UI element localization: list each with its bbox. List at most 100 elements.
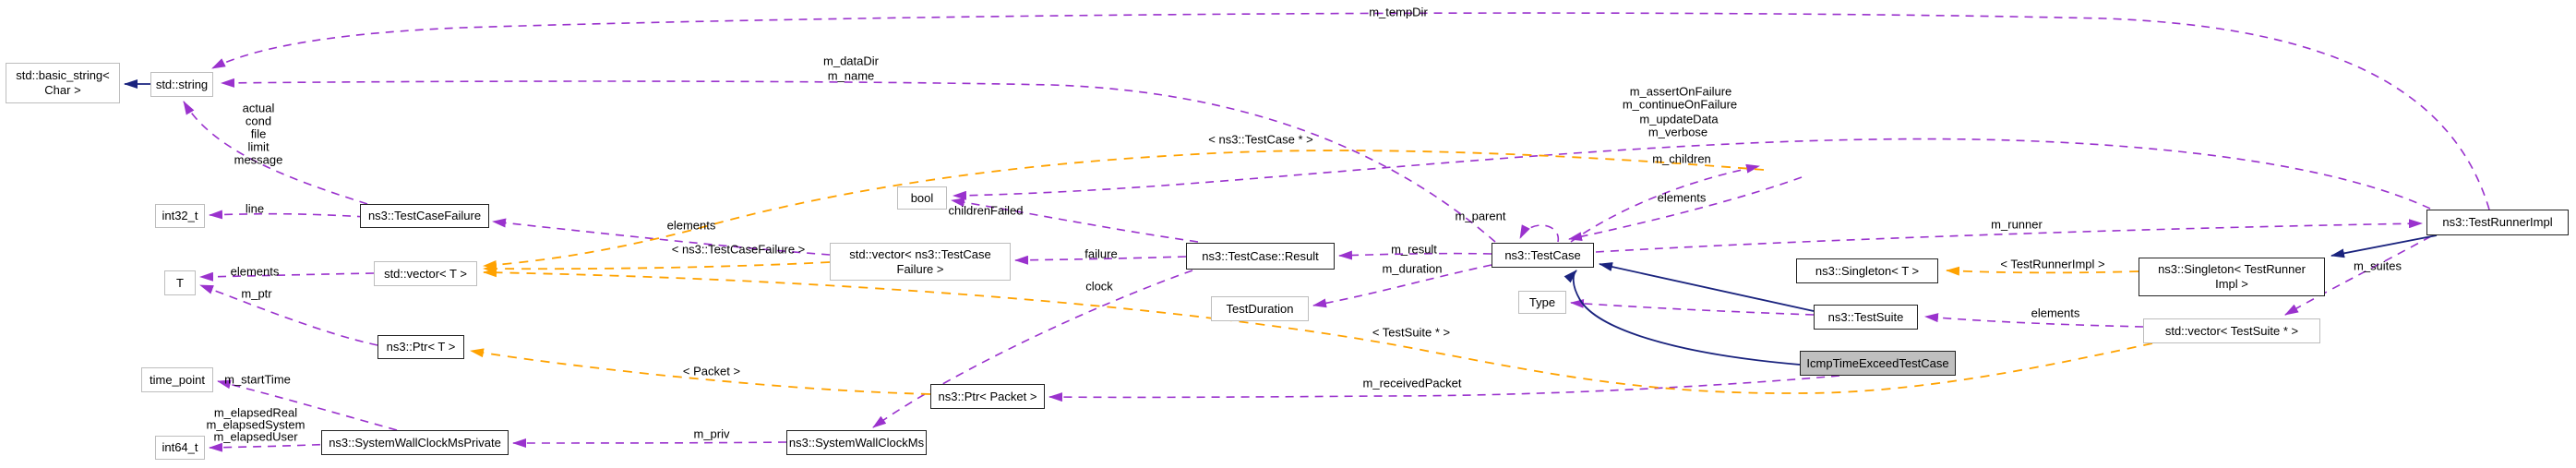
edge-label: elements [2031,306,2080,320]
node-time-point[interactable]: time_point [141,367,213,392]
edge-label: m_verbose [1647,125,1708,139]
edge-label: < Packet > [682,364,741,378]
edge-m-tempdir [211,12,2490,210]
node-label: Impl > [2215,277,2248,291]
edge-clock [872,270,1193,428]
edge-label: elements [1657,190,1707,205]
node-testsuite[interactable]: ns3::TestSuite [1814,305,1918,330]
edge-m-priv [512,438,787,448]
edge-testrunnerimpl-inherit [2330,234,2438,258]
edge-inst-packet [470,348,931,395]
edge-bool-flags [953,138,2431,210]
edge-label: elements [230,264,280,279]
edge-inst-testcasefailure [483,261,831,274]
node-label: ns3::SystemWallClockMs [788,435,925,450]
edge-label: m_ptr [241,286,272,301]
edge-label: clock [1085,279,1113,294]
node-t[interactable]: T [164,270,196,295]
edge-elements-t [199,271,375,282]
edge-label: m_runner [1991,217,2043,232]
node-label: ns3::Ptr< T > [386,340,456,354]
edge-label: actual [242,101,275,115]
edge-label: failure [1084,246,1118,261]
node-label: ns3::Singleton< T > [1815,263,1920,278]
node-testcase-result[interactable]: ns3::TestCase::Result [1186,243,1335,270]
node-testduration[interactable]: TestDuration [1211,296,1309,321]
node-label: ns3::TestRunnerImpl [2442,215,2553,229]
edge-label: m_receivedPacket [1362,376,1462,390]
edge-m-receivedpacket [1048,375,1840,402]
node-label: Type [1528,294,1556,309]
edge-label: m_suites [2353,258,2402,273]
edge-label: < ns3::TestCaseFailure > [671,242,806,257]
edge-label: m_name [827,68,875,83]
edge-m-parent-self [1519,224,1559,243]
node-label: int32_t [162,209,198,222]
node-label: ns3::TestCaseFailure [367,209,482,222]
node-vector-testsuite[interactable]: std::vector< TestSuite * > [2143,318,2320,343]
edge-elements-testsuite [1924,313,2144,328]
edge-label: m_updateData [1639,112,1719,126]
edge-elements-testcase [1568,176,1803,242]
edge-label: m_elapsedUser [213,429,298,444]
edge-label: m_continueOnFailure [1622,97,1738,112]
edge-m-starttime [217,379,398,431]
edge-line [209,210,366,220]
node-icmptimeexceedtestcase[interactable]: IcmpTimeExceedTestCase [1800,351,1956,376]
node-int32-t[interactable]: int32_t [155,204,205,228]
node-label: std::string [155,77,209,91]
node-systemwallclockmsprivate[interactable]: ns3::SystemWallClockMsPrivate [321,430,509,455]
edge-label: limit [247,139,270,154]
node-label: std::vector< T > [384,266,467,281]
edge-failure [1014,255,1187,265]
edge-label: m_elapsedReal [213,405,298,420]
node-label: ns3::Singleton< TestRunner [2158,262,2306,276]
edge-m-datadir-m-name [221,78,1496,243]
node-bool[interactable]: bool [897,186,947,210]
node-testrunnerimpl[interactable]: ns3::TestRunnerImpl [2426,210,2569,235]
node-label: Char > [44,83,81,97]
edge-label: childrenFailed [948,203,1024,218]
edge-label: m_duration [1382,261,1443,276]
node-label: ns3::TestCase::Result [1202,248,1319,263]
node-singleton-t[interactable]: ns3::Singleton< T > [1796,258,1938,283]
edge-m-suites [2284,235,2432,316]
node-label: Failure > [896,261,944,276]
edge-label: m_dataDir [823,54,879,68]
edge-label: m_parent [1455,209,1506,223]
edge-label: line [245,201,265,216]
edge-label: m_priv [693,426,730,441]
edge-label: m_assertOnFailure [1629,84,1732,99]
edge-elements-testcasefailure [492,218,831,256]
edge-childrenfailed [951,198,1199,243]
node-label: std::basic_string< [16,68,110,82]
edge-label: cond [245,114,272,128]
edge-m-result [1338,250,1492,260]
edge-m-elapsed [209,442,336,452]
edge-inst-testcase-ptr [483,150,1765,270]
node-int64-t[interactable]: int64_t [155,436,205,460]
edge-label: elements [666,218,716,233]
edge-label: < ns3::TestCase * > [1208,132,1313,147]
node-testcase[interactable]: ns3::TestCase [1492,243,1594,268]
edge-label: m_children [1652,151,1711,166]
node-label: ns3::TestSuite [1827,309,1904,324]
node-type[interactable]: Type [1518,291,1566,314]
edge-m-runner [1595,219,2423,253]
edge-label: < TestSuite * > [1372,325,1451,340]
node-vector-t[interactable]: std::vector< T > [374,261,477,286]
node-testcasefailure[interactable]: ns3::TestCaseFailure [360,204,489,228]
node-std-string[interactable]: std::string [150,72,213,97]
node-label: IcmpTimeExceedTestCase [1806,355,1949,370]
node-systemwallclockms[interactable]: ns3::SystemWallClockMs [786,430,927,455]
node-ptr-packet[interactable]: ns3::Ptr< Packet > [930,384,1045,409]
node-label: time_point [150,372,205,387]
edge-icmp-inherit [1564,270,1801,366]
node-basic-string[interactable]: std::basic_string<Char > [6,63,120,103]
node-ptr-t[interactable]: ns3::Ptr< T > [377,335,464,359]
node-label: ns3::Ptr< Packet > [938,389,1037,403]
